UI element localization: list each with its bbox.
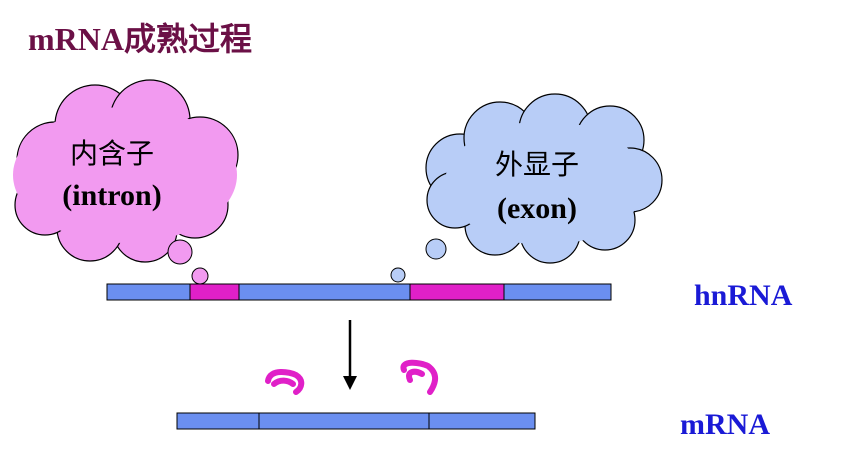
intron-cloud-line1: 内含子 bbox=[70, 137, 154, 170]
intron-cloud-line2: (intron) bbox=[62, 179, 161, 212]
mrna-strand bbox=[176, 412, 536, 430]
excised-intron-1 bbox=[265, 369, 305, 395]
hnrna-exon-3 bbox=[503, 283, 612, 301]
processing-arrow bbox=[343, 320, 357, 390]
hnrna-intron-2 bbox=[409, 283, 505, 301]
exon-cloud: 外显子 (exon) bbox=[360, 93, 663, 300]
page-title: mRNA成熟过程 bbox=[28, 21, 252, 57]
intron-cloud: 内含子 (intron) bbox=[13, 79, 239, 297]
hnrna-label: hnRNA bbox=[694, 279, 793, 312]
exon-cloud-line2: (exon) bbox=[497, 192, 577, 225]
mrna-exon-1 bbox=[176, 412, 260, 430]
exon-cloud-line1: 外显子 bbox=[495, 148, 579, 181]
hnrna-exon-2 bbox=[238, 283, 411, 301]
hnrna-exon-1 bbox=[106, 283, 191, 301]
mrna-exon-3 bbox=[428, 412, 536, 430]
hnrna-strand bbox=[106, 283, 612, 301]
excised-intron-2 bbox=[400, 359, 438, 395]
hnrna-intron-1 bbox=[189, 283, 240, 301]
mrna-exon-2 bbox=[258, 412, 430, 430]
mrna-label: mRNA bbox=[680, 408, 770, 441]
